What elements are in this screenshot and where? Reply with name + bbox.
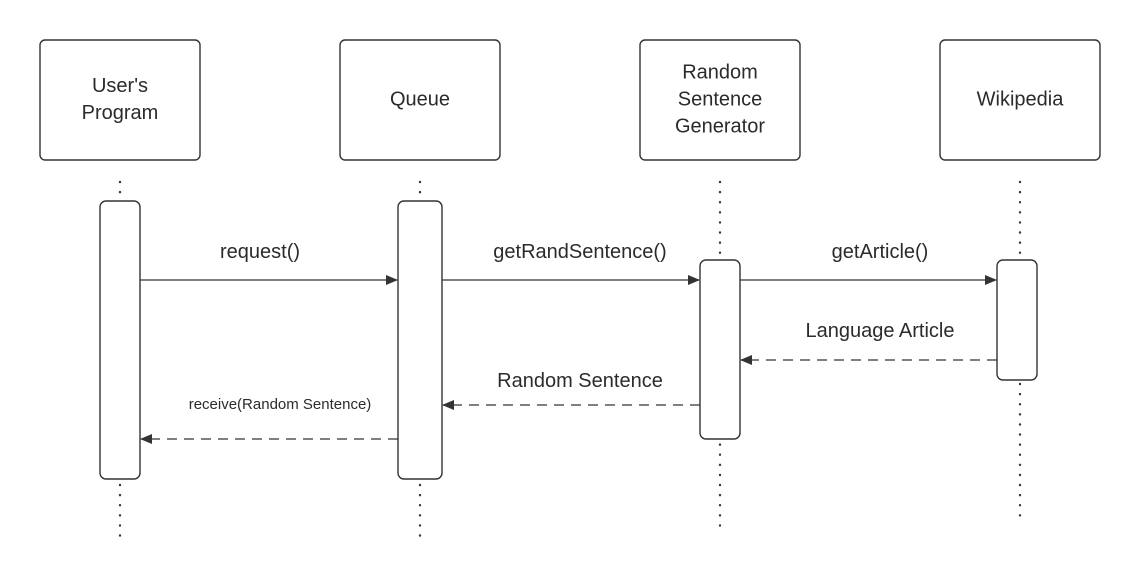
activation-bar-generator (699, 259, 741, 440)
message-label-request: request() (220, 241, 300, 263)
message-label-receive: receive(Random Sentence) (189, 396, 372, 413)
actor-wikipedia: Wikipedia (939, 39, 1101, 161)
message-get-article: getArticle() (740, 241, 997, 285)
message-label-random-sentence: Random Sentence (497, 370, 663, 392)
message-receive: receive(Random Sentence) (140, 396, 398, 444)
actor-box-generator (639, 39, 801, 161)
message-label-language-article: Language Article (805, 320, 954, 342)
actor-label-generator-line-2: Sentence (678, 88, 763, 110)
actor-box-user (39, 39, 201, 161)
actor-label-user-line-2: Program (82, 102, 159, 124)
actor-label-generator-line-3: Generator (675, 115, 765, 137)
activation-bar-user (99, 200, 141, 480)
actor-label-generator-line-1: Random (682, 61, 758, 83)
actor-label-wikipedia-line-1: Wikipedia (977, 88, 1065, 110)
actor-queue: Queue (339, 39, 501, 161)
message-label-get-article: getArticle() (832, 241, 929, 263)
message-label-get-rand-sentence: getRandSentence() (493, 241, 666, 263)
activation-bar-queue (397, 200, 443, 480)
actor-box-queue (339, 39, 501, 161)
message-get-rand-sentence: getRandSentence() (442, 241, 700, 285)
message-request: request() (140, 241, 398, 285)
actor-label-user-line-1: User's (92, 75, 148, 97)
message-language-article: Language Article (740, 320, 997, 365)
actor-box-wikipedia (939, 39, 1101, 161)
actor-label-queue-line-1: Queue (390, 88, 450, 110)
activation-bar-wikipedia (996, 259, 1038, 381)
message-random-sentence: Random Sentence (442, 370, 700, 410)
